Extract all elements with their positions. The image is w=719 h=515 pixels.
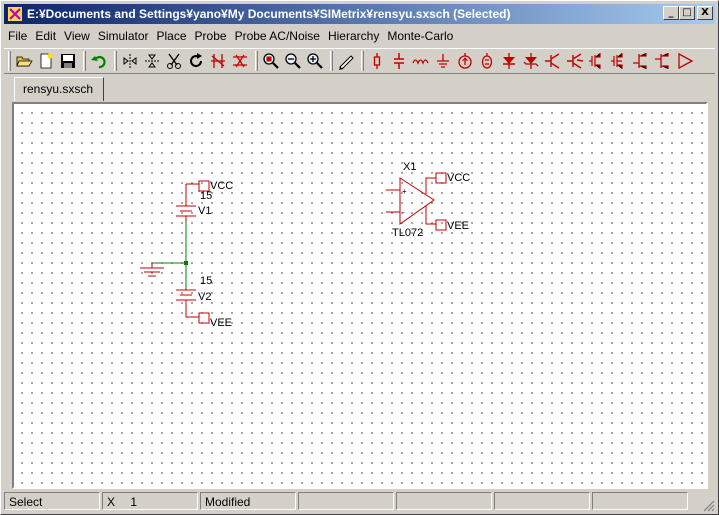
opamp-vee-label: VEE — [447, 220, 469, 232]
v1-net-label: VCC — [210, 180, 233, 192]
menu-hierarchy[interactable]: Hierarchy — [327, 29, 380, 43]
menu-probe-ac-noise[interactable]: Probe AC/Noise — [234, 29, 320, 43]
mirror-vertical-icon[interactable] — [141, 50, 163, 72]
save-icon[interactable] — [57, 50, 79, 72]
ground-icon[interactable] — [432, 50, 454, 72]
njfet-icon[interactable] — [630, 50, 652, 72]
vee-terminal-v2[interactable] — [198, 312, 210, 324]
schematic-canvas[interactable]: VCC 15 V1 15 — [14, 104, 706, 487]
opamp-ref: X1 — [403, 161, 416, 173]
opamp-vcc-label: VCC — [447, 172, 470, 184]
schematic-editor: VCC 15 V1 15 — [12, 102, 708, 489]
new-file-icon[interactable] — [35, 50, 57, 72]
zoom-box-icon[interactable] — [260, 50, 282, 72]
voltage-source-icon[interactable] — [476, 50, 498, 72]
nmos-icon[interactable] — [586, 50, 608, 72]
pjfet-icon[interactable] — [652, 50, 674, 72]
menu-monte-carlo[interactable]: Monte-Carlo — [387, 29, 454, 43]
v2-ref: V2 — [198, 291, 211, 303]
capacitor-icon[interactable] — [388, 50, 410, 72]
v1-ref: V1 — [198, 205, 211, 217]
menu-probe[interactable]: Probe — [194, 29, 227, 43]
opamp-icon[interactable] — [674, 50, 696, 72]
zoom-in-icon[interactable] — [304, 50, 326, 72]
resize-grip[interactable] — [701, 498, 715, 512]
status-coord-label: X — [107, 495, 116, 509]
vcc-terminal-x1[interactable] — [435, 172, 447, 184]
wire-junction — [184, 261, 188, 265]
toolbar-separator — [361, 51, 364, 71]
pnp-transistor-icon[interactable] — [564, 50, 586, 72]
tab-rensyu[interactable]: rensyu.sxsch — [14, 77, 105, 101]
opamp-model: TL072 — [392, 227, 423, 239]
menu-place[interactable]: Place — [156, 29, 187, 43]
mirror-horizontal-icon[interactable] — [119, 50, 141, 72]
v2-net-label: VEE — [210, 317, 232, 329]
menu-edit[interactable]: Edit — [35, 29, 57, 43]
v1-value: 15 — [200, 190, 212, 202]
zoom-out-icon[interactable] — [282, 50, 304, 72]
menu-file[interactable]: File — [8, 29, 28, 43]
status-bar: Select X 1 Modified — [4, 492, 715, 512]
wire-net-ground[interactable] — [152, 222, 188, 288]
status-pane-6 — [494, 492, 590, 510]
delete-wire-icon[interactable] — [207, 50, 229, 72]
status-coordinates: X 1 — [102, 492, 198, 510]
opamp-minus-pin: - — [402, 208, 405, 217]
close-button[interactable]: X — [697, 6, 713, 20]
open-folder-icon[interactable] — [13, 50, 35, 72]
opamp-x1[interactable]: + - X1 VCC VEE TL072 — [386, 161, 470, 239]
ground-symbol[interactable] — [140, 263, 164, 277]
undo-icon[interactable] — [88, 50, 110, 72]
toolbar — [4, 48, 715, 74]
voltage-source-v1[interactable]: VCC 15 V1 — [176, 180, 233, 222]
resistor-icon[interactable] — [366, 50, 388, 72]
v2-value: 15 — [200, 275, 212, 287]
status-coord-value: 1 — [130, 495, 138, 509]
npn-transistor-icon[interactable] — [542, 50, 564, 72]
current-source-icon[interactable] — [454, 50, 476, 72]
minimize-button[interactable]: _ — [663, 6, 679, 20]
document-tabs: rensyu.sxsch — [4, 75, 715, 101]
toolbar-separator — [114, 51, 117, 71]
diode-icon[interactable] — [498, 50, 520, 72]
break-wire-icon[interactable] — [229, 50, 251, 72]
toolbar-separator — [255, 51, 258, 71]
zener-diode-icon[interactable] — [520, 50, 542, 72]
toolbar-separator — [83, 51, 86, 71]
title-bar[interactable]: E:¥Documents and Settings¥yano¥My Docume… — [4, 4, 715, 24]
menu-bar: File Edit View Simulator Place Probe Pro… — [4, 26, 457, 46]
simetrix-app-icon[interactable] — [7, 6, 23, 22]
rotate-icon[interactable] — [185, 50, 207, 72]
vcc-terminal-v1[interactable] — [198, 180, 210, 192]
status-pane-7 — [592, 492, 688, 510]
toolbar-separator — [330, 51, 333, 71]
wire-pencil-icon[interactable] — [335, 50, 357, 72]
status-pane-4 — [298, 492, 394, 510]
window-title: E:¥Documents and Settings¥yano¥My Docume… — [27, 7, 511, 21]
voltage-source-v2[interactable]: 15 V2 VEE — [176, 275, 232, 329]
menu-view[interactable]: View — [64, 29, 90, 43]
cut-icon[interactable] — [163, 50, 185, 72]
vee-terminal-x1[interactable] — [435, 219, 447, 231]
status-mode: Select — [4, 492, 100, 510]
status-pane-5 — [396, 492, 492, 510]
inductor-icon[interactable] — [410, 50, 432, 72]
toolbar-grip[interactable] — [8, 51, 11, 71]
pmos-icon[interactable] — [608, 50, 630, 72]
opamp-plus-pin: + — [402, 187, 407, 196]
menu-simulator[interactable]: Simulator — [97, 29, 149, 43]
maximize-button[interactable]: □ — [679, 6, 695, 20]
status-modified: Modified — [200, 492, 296, 510]
